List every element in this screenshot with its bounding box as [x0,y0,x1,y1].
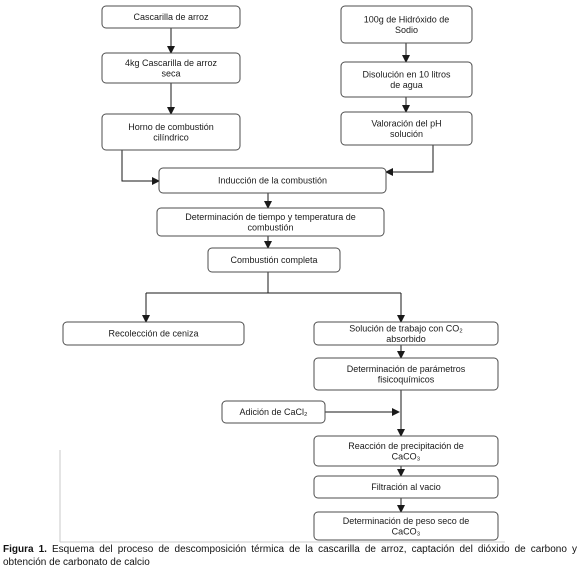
node-box [340,5,473,44]
figure-caption-label: Figura 1. [3,544,47,555]
node-completa: Combustión completa [207,247,341,273]
figure-caption-text: Esquema del proceso de descomposición té… [3,544,577,568]
node-label-line: CaCO₃ [392,526,421,536]
node-box [340,61,473,98]
node-label-line: Reacción de precipitación de [348,441,464,451]
node-label-line: Sodio [395,25,418,35]
node-box [62,321,245,346]
node-label-line: Valoración del pH [371,118,441,128]
node-label-line: Combustión completa [230,255,317,265]
node-label-line: Determinación de parámetros [347,364,466,374]
node-label-line: fisicoquímicos [378,374,435,384]
node-label-line: de agua [390,80,423,90]
flowchart-edges [121,28,434,513]
node-label-line: Cascarilla de arroz [133,12,209,22]
node-label-line: cilíndrico [153,132,189,142]
edge-valoracion-to-induccion [385,145,434,176]
node-induccion: Inducción de la combustión [158,167,387,194]
node-box [158,167,387,194]
node-box [340,111,473,146]
node-box [313,475,499,499]
node-label-line: Inducción de la combustión [218,176,327,186]
node-box [101,5,241,29]
node-box [101,52,241,84]
node-box [313,435,499,467]
node-label-line: Disolución en 10 litros [362,69,451,79]
node-label-line: 4kg Cascarilla de arroz [125,58,218,68]
node-label-line: 100g de Hidróxido de [364,14,450,24]
node-label-line: seca [161,68,180,78]
flowchart: Cascarilla de arroz 100g de Hidróxido de… [59,5,505,543]
node-label-line: Recolección de ceniza [108,329,198,339]
node-label-line: CaCO₃ [392,451,421,461]
node-label-line: Filtración al vacio [371,482,441,492]
node-box [313,357,499,391]
node-cascarilla: Cascarilla de arroz [101,5,241,29]
node-box [221,400,326,424]
node-parametros: Determinación de parámetrosfisicoquímico… [313,357,499,391]
node-ceniza: Recolección de ceniza [62,321,245,346]
figure-caption: Figura 1. Esquema del proceso de descomp… [3,544,577,569]
node-filtracion: Filtración al vacio [313,475,499,499]
node-box [101,113,241,151]
node-label-line: Determinación de tiempo y temperatura de [185,212,356,222]
node-label-line: Determinación de peso seco de [343,516,470,526]
node-box [207,247,341,273]
node-cacl2: Adición de CaCl₂ [221,400,326,424]
edge-horno-to-induccion [121,150,160,185]
node-label-line: solución [390,129,423,139]
node-tiempo: Determinación de tiempo y temperatura de… [156,207,385,237]
node-box [156,207,385,237]
node-label-line: absorbido [386,334,426,344]
node-box [313,321,499,346]
node-label-line: Solución de trabajo con CO₂ [349,323,463,333]
node-label-line: Adición de CaCl₂ [239,407,308,417]
node-label-line: Horno de combustión [128,122,214,132]
node-label-line: combustión [247,222,293,232]
node-box [313,511,499,541]
